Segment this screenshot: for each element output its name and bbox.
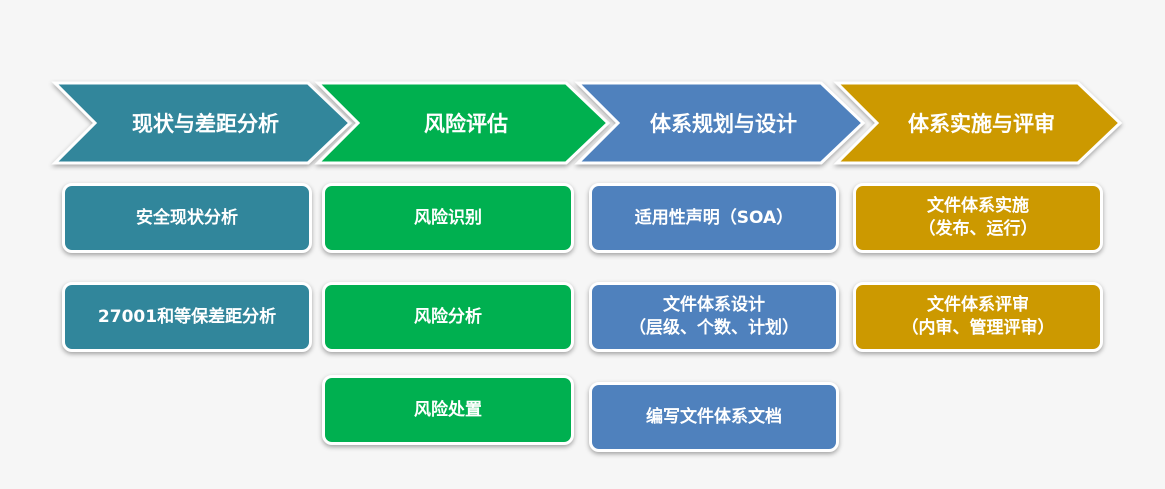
stage-card-text: （内审、管理评审）	[901, 318, 1055, 338]
stage-title-current-gap-analysis: 现状与差距分析	[132, 112, 279, 136]
stage-card-text: （层级、个数、计划）	[629, 318, 799, 338]
stage-card-system-planning-design-3: 编写文件体系文档	[589, 382, 839, 452]
stage-card-text: 安全现状分析	[136, 207, 238, 228]
stage-card-text: 文件体系评审	[927, 295, 1029, 316]
stage-card-text: 文件体系设计	[663, 295, 765, 316]
stage-chevron-implementation-review	[833, 81, 1123, 165]
stage-card-system-planning-design-2: 文件体系设计（层级、个数、计划）	[589, 282, 839, 352]
stage-card-current-gap-analysis-2: 27001和等保差距分析	[62, 282, 312, 352]
stage-card-risk-assessment-3: 风险处置	[322, 375, 574, 445]
stage-card-text: 风险处置	[414, 399, 482, 420]
stage-chevron-current-gap-analysis	[51, 81, 353, 165]
stage-chevron-system-planning-design	[574, 81, 866, 165]
stage-chevron-risk-assessment	[314, 81, 611, 165]
stage-card-current-gap-analysis-1: 安全现状分析	[62, 183, 312, 253]
stage-card-implementation-review-2: 文件体系评审（内审、管理评审）	[853, 282, 1103, 352]
stage-title-system-planning-design: 体系规划与设计	[650, 112, 797, 136]
stage-title-risk-assessment: 风险评估	[424, 112, 508, 136]
stage-card-text: 风险分析	[414, 306, 482, 327]
stage-card-text: 编写文件体系文档	[646, 406, 782, 427]
stage-card-text: 适用性声明（SOA）	[634, 207, 794, 228]
stage-card-risk-assessment-1: 风险识别	[322, 183, 574, 253]
stage-card-text: 27001和等保差距分析	[97, 306, 277, 327]
stage-card-implementation-review-1: 文件体系实施（发布、运行）	[853, 183, 1103, 253]
stage-card-risk-assessment-2: 风险分析	[322, 282, 574, 352]
stage-title-implementation-review: 体系实施与评审	[908, 112, 1055, 136]
stage-card-text: （发布、运行）	[918, 219, 1038, 239]
stage-card-system-planning-design-1: 适用性声明（SOA）	[589, 183, 839, 253]
stage-card-text: 风险识别	[414, 207, 482, 228]
stage-card-text: 文件体系实施	[927, 196, 1029, 217]
